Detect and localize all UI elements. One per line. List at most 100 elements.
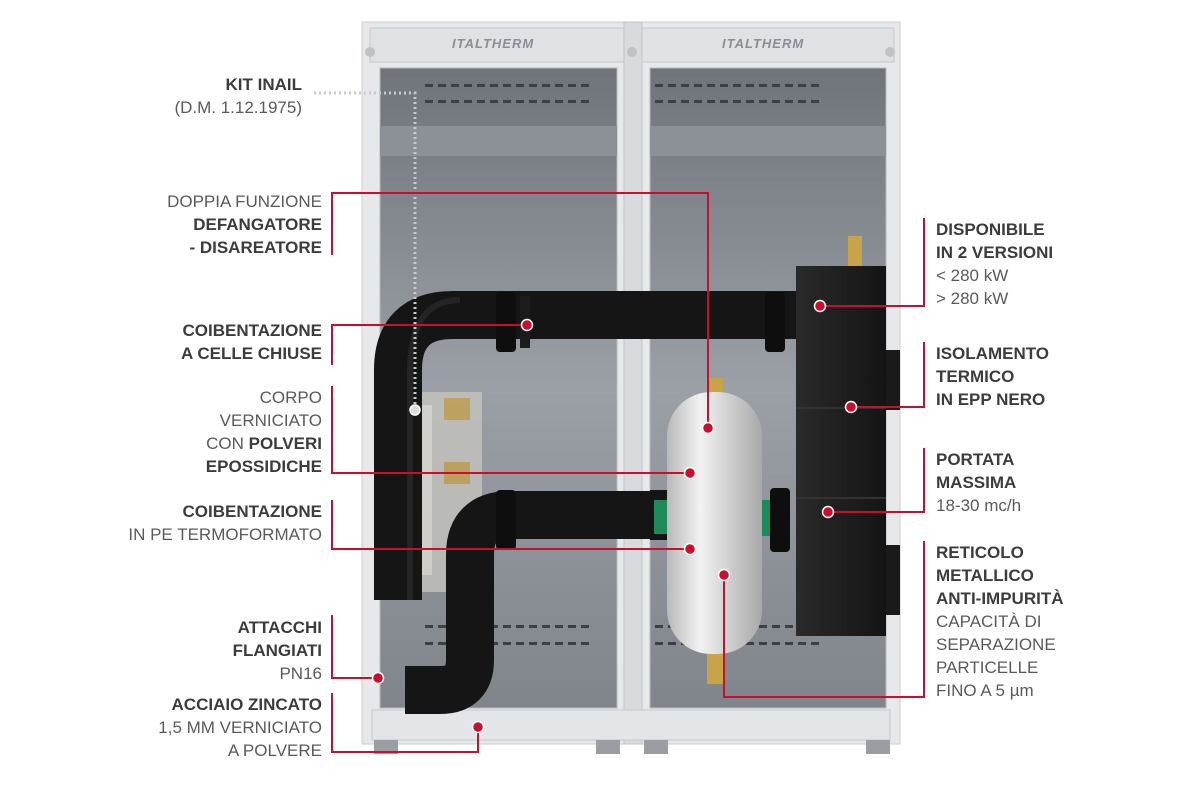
- vent-slot: [668, 84, 676, 87]
- vent-slot: [759, 100, 767, 103]
- callout-portata: [828, 448, 925, 513]
- vent-slot: [425, 625, 433, 628]
- vent-slot: [529, 642, 537, 645]
- label-line: COIBENTAZIONE: [182, 321, 322, 340]
- label-isolamento: ISOLAMENTO TERMICO IN EPP NERO: [936, 342, 1049, 411]
- label-doppia-funzione: DOPPIA FUNZIONE DEFANGATORE - DISAREATOR…: [167, 190, 322, 259]
- vent-slot: [798, 100, 806, 103]
- callout-lines: [314, 91, 925, 753]
- vent-slot: [694, 100, 702, 103]
- vent-slot: [655, 625, 663, 628]
- label-line: PN16: [279, 664, 322, 683]
- vent-slot: [759, 84, 767, 87]
- vent-slot: [798, 84, 806, 87]
- label-line: FLANGIATI: [232, 641, 322, 660]
- epp-insulation-block: [796, 236, 900, 636]
- label-line: METALLICO: [936, 566, 1034, 585]
- vent-slot: [555, 84, 563, 87]
- callout-kit-inail: [314, 91, 417, 410]
- label-bold-part: POLVERI: [248, 434, 322, 453]
- vent-slot: [772, 84, 780, 87]
- vent-slot: [503, 100, 511, 103]
- vent-slot: [655, 642, 663, 645]
- vent-slot: [785, 642, 793, 645]
- vent-slot: [759, 625, 767, 628]
- label-line: TERMICO: [936, 367, 1015, 386]
- vent-slot: [581, 100, 589, 103]
- vent-slot: [477, 84, 485, 87]
- vent-slot: [694, 84, 702, 87]
- label-acciaio-zincato: ACCIAIO ZINCATO 1,5 MM VERNICIATO A POLV…: [158, 693, 322, 762]
- vent-slot: [568, 100, 576, 103]
- vent-slot: [516, 625, 524, 628]
- label-line: MASSIMA: [936, 473, 1017, 492]
- label-line: PORTATA: [936, 450, 1015, 469]
- callout-reticolo: [723, 541, 925, 698]
- callout-attacchi-flangiati: [331, 615, 378, 679]
- vent-slot: [425, 84, 433, 87]
- label-line: 18-30 mc/h: [936, 496, 1022, 515]
- label-line: A POLVERE: [227, 741, 322, 760]
- vent-slot: [516, 84, 524, 87]
- label-line: CAPACITÀ DI: [936, 612, 1042, 631]
- vent-slot: [568, 625, 576, 628]
- label-line: EPOSSIDICHE: [205, 457, 322, 476]
- label-corpo-verniciato: CORPO VERNICIATO CON POLVERI EPOSSIDICHE: [206, 386, 322, 478]
- vent-slot: [542, 84, 550, 87]
- label-line: PARTICELLE: [936, 658, 1039, 677]
- label-line: > 280 kW: [936, 289, 1009, 308]
- vent-slot: [811, 84, 819, 87]
- vent-slot: [464, 84, 472, 87]
- vent-slot: [733, 100, 741, 103]
- label-line: ANTI-IMPURITÀ: [936, 589, 1064, 608]
- vent-slot: [529, 625, 537, 628]
- vent-slot: [655, 84, 663, 87]
- label-line: A CELLE CHIUSE: [180, 344, 322, 363]
- vent-slot: [655, 100, 663, 103]
- label-line: SEPARAZIONE: [936, 635, 1056, 654]
- label-attacchi-flangiati: ATTACCHI FLANGIATI PN16: [233, 616, 322, 685]
- callout-coibentazione-celle-dot: [520, 318, 534, 332]
- label-line: IN PE TERMOFORMATO: [128, 525, 322, 544]
- brand-logo-text: ITALTHERM: [452, 36, 535, 51]
- vent-slot: [438, 642, 446, 645]
- callout-coibentazione-celle: [331, 324, 527, 365]
- callout-reticolo-dot: [717, 568, 731, 582]
- vent-slot: [529, 100, 537, 103]
- vent-slot: [785, 84, 793, 87]
- label-line: < 280 kW: [936, 266, 1009, 285]
- vent-slot: [707, 100, 715, 103]
- label-line: IN EPP NERO: [936, 390, 1046, 409]
- vent-slot: [668, 642, 676, 645]
- label-portata: PORTATA MASSIMA 18-30 mc/h: [936, 448, 1021, 517]
- vent-slot: [425, 642, 433, 645]
- vent-slot: [438, 625, 446, 628]
- vent-slot: [581, 642, 589, 645]
- label-line: VERNICIATO: [219, 411, 322, 430]
- vent-slot: [464, 100, 472, 103]
- label-line: DOPPIA FUNZIONE: [167, 192, 322, 211]
- label-line: ISOLAMENTO: [936, 344, 1050, 363]
- vent-slot: [438, 84, 446, 87]
- label-line: DISPONIBILE: [936, 220, 1045, 239]
- vent-slot: [581, 84, 589, 87]
- vent-slot: [451, 84, 459, 87]
- callout-doppia-funzione-dot: [701, 421, 715, 435]
- vent-slot: [451, 100, 459, 103]
- label-line: FINO A 5 µm: [936, 681, 1034, 700]
- label-line: KIT INAIL: [225, 75, 303, 94]
- vent-slot: [772, 100, 780, 103]
- callout-acciaio-zincato: [331, 693, 479, 753]
- label-line: (D.M. 1.12.1975): [174, 98, 302, 117]
- vent-slot: [772, 625, 780, 628]
- vent-slot: [798, 642, 806, 645]
- vent-slot: [681, 100, 689, 103]
- callout-disponibile: [820, 218, 925, 307]
- label-line: COIBENTAZIONE: [182, 502, 322, 521]
- vent-slot: [542, 625, 550, 628]
- label-kit-inail: KIT INAIL (D.M. 1.12.1975): [174, 73, 302, 119]
- vent-slot: [746, 100, 754, 103]
- label-coibentazione-pe: COIBENTAZIONE IN PE TERMOFORMATO: [128, 500, 322, 546]
- vent-slot: [811, 100, 819, 103]
- vent-slot: [490, 100, 498, 103]
